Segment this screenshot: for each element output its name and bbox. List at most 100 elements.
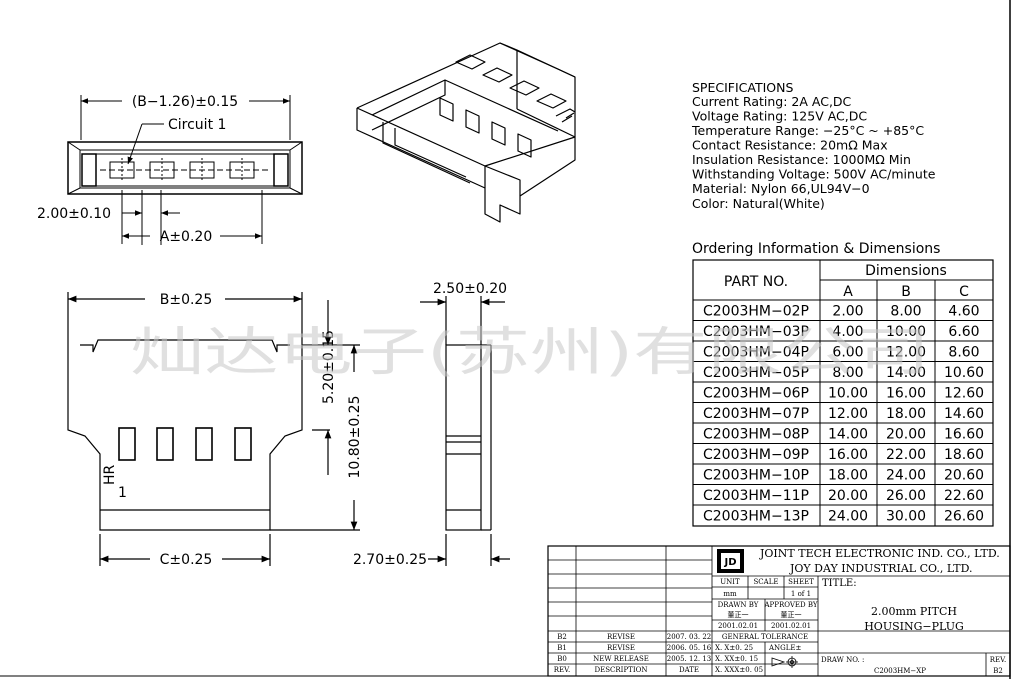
company-name-2: JOY DAY INDUSTRIAL CO., LTD. <box>789 562 973 575</box>
col-b-header: B <box>901 284 911 300</box>
drawn-by-label: DRAWN BY <box>718 601 759 609</box>
dim-c-label: C±0.25 <box>160 552 213 568</box>
draw-no-label: DRAW NO. : <box>821 656 864 664</box>
table-cell-dim-c: 4.60 <box>948 304 979 320</box>
rev-row-b0-rev: B0 <box>557 655 567 663</box>
title-block <box>547 545 1011 677</box>
approved-by-name: 董正一 <box>781 610 802 619</box>
table-cell-dim-c: 18.60 <box>944 447 984 463</box>
pin1-mark: 1 <box>118 485 127 501</box>
table-cell-part-no: C2003HM−08P <box>703 427 809 443</box>
projection-symbol-icon <box>771 656 798 668</box>
table-cell-dim-c: 16.60 <box>944 427 984 443</box>
table-cell-part-no: C2003HM−02P <box>703 304 809 320</box>
col-part-header: PART NO. <box>724 274 788 290</box>
rev-header: REV. <box>990 656 1006 664</box>
company-name-1: JOINT TECH ELECTRONIC IND. CO., LTD. <box>759 547 1000 560</box>
spec-line: Insulation Resistance: 1000MΩ Min <box>692 152 911 167</box>
dim-270-label: 2.70±0.25 <box>353 552 427 568</box>
watermark: 灿达电子(苏州)有限公司 <box>130 323 930 383</box>
unit-label: UNIT <box>720 578 740 586</box>
table-cell-dim-a: 14.00 <box>828 427 868 443</box>
title-label: TITLE: <box>822 578 857 589</box>
top-view <box>67 95 303 245</box>
table-cell-dim-a: 2.00 <box>832 304 863 320</box>
table-cell-dim-b: 20.00 <box>886 427 926 443</box>
table-cell-part-no: C2003HM−07P <box>703 406 809 422</box>
table-cell-dim-a: 18.00 <box>828 468 868 484</box>
dim-pitch-label: 2.00±0.10 <box>37 206 111 222</box>
approved-by-label: APPROVED BY <box>763 601 817 609</box>
tolerance-label: GENERAL TOLERANCE <box>722 633 808 641</box>
svg-text:JD: JD <box>723 557 736 568</box>
table-cell-dim-c: 14.60 <box>944 406 984 422</box>
col-a-header: A <box>843 284 853 300</box>
table-cell-part-no: C2003HM−09P <box>703 447 809 463</box>
draw-no-value: C2003HM−XP <box>874 667 926 675</box>
table-cell-dim-b: 8.00 <box>890 304 921 320</box>
table-cell-dim-a: 10.00 <box>828 386 868 402</box>
drawn-by-name: 董正一 <box>728 610 749 619</box>
rev-row-b1-desc: REVISE <box>607 644 635 652</box>
rev-row-b2-rev: B2 <box>557 633 567 641</box>
title-line-2: HOUSING−PLUG <box>864 620 964 633</box>
table-cell-dim-a: 24.00 <box>828 509 868 525</box>
rev-row-b2-date: 2007. 03. 22 <box>667 633 712 641</box>
rev-row-b2-desc: REVISE <box>607 633 635 641</box>
dim-top-label: (B−1.26)±0.15 <box>132 94 238 110</box>
sheet-label: SHEET <box>788 578 814 586</box>
table-cell-dim-b: 12.00 <box>886 345 926 361</box>
side-view <box>420 296 510 566</box>
table-cell-dim-c: 10.60 <box>944 365 984 381</box>
table-cell-part-no: C2003HM−05P <box>703 365 809 381</box>
table-cell-dim-b: 18.00 <box>886 406 926 422</box>
tolerance-2: X. XX±0. 15 <box>715 655 758 663</box>
table-cell-dim-c: 22.60 <box>944 488 984 504</box>
circuit-label: Circuit 1 <box>168 117 226 133</box>
dim-1080-label: 10.80±0.25 <box>347 396 363 479</box>
table-cell-dim-a: 16.00 <box>828 447 868 463</box>
rev-row-b0-desc: NEW RELEASE <box>593 655 649 663</box>
rev-col-header: REV. <box>554 666 570 674</box>
table-cell-part-no: C2003HM−13P <box>703 509 809 525</box>
spec-heading: SPECIFICATIONS <box>692 80 793 95</box>
dim-520-label: 5.20±0.15 <box>321 330 337 404</box>
spec-line: Withstanding Voltage: 500V AC/minute <box>692 167 936 182</box>
desc-col-header: DESCRIPTION <box>595 666 648 674</box>
dim-a-label: A±0.20 <box>160 229 212 245</box>
dim-b-label: B±0.25 <box>160 292 213 308</box>
drawn-date: 2001.02.01 <box>718 622 758 630</box>
spec-line: Temperature Range: −25°C ~ +85°C <box>691 123 924 138</box>
company-logo: JD <box>717 549 744 573</box>
table-cell-dim-c: 12.60 <box>944 386 984 402</box>
isometric-view <box>356 42 576 223</box>
table-cell-dim-b: 16.00 <box>886 386 926 402</box>
tolerance-1: X. X±0. 25 <box>715 644 753 652</box>
table-cell-part-no: C2003HM−11P <box>703 488 809 504</box>
table-cell-dim-c: 20.60 <box>944 468 984 484</box>
table-cell-part-no: C2003HM−03P <box>703 324 809 340</box>
hr-mark: HR <box>102 464 118 485</box>
table-cell-dim-a: 12.00 <box>828 406 868 422</box>
spec-line: Material: Nylon 66,UL94V−0 <box>692 181 870 196</box>
col-dims-header: Dimensions <box>865 263 947 279</box>
scale-label: SCALE <box>754 578 779 586</box>
spec-line: Voltage Rating: 125V AC,DC <box>692 109 867 124</box>
table-cell-dim-b: 10.00 <box>886 324 926 340</box>
table-cell-dim-b: 22.00 <box>886 447 926 463</box>
table-cell-dim-b: 30.00 <box>886 509 926 525</box>
table-cell-part-no: C2003HM−04P <box>703 345 809 361</box>
col-c-header: C <box>959 284 969 300</box>
unit-value: mm <box>723 590 737 598</box>
spec-line: Current Rating: 2A AC,DC <box>692 94 852 109</box>
table-cell-part-no: C2003HM−10P <box>703 468 809 484</box>
ordering-heading: Ordering Information & Dimensions <box>692 241 940 257</box>
front-view <box>67 292 360 566</box>
table-cell-dim-a: 6.00 <box>832 345 863 361</box>
table-cell-dim-c: 8.60 <box>948 345 979 361</box>
approved-date: 2001.02.01 <box>771 622 811 630</box>
title-line-1: 2.00mm PITCH <box>871 605 957 618</box>
table-cell-part-no: C2003HM−06P <box>703 386 809 402</box>
rev-row-b0-date: 2005. 12. 13 <box>667 655 712 663</box>
